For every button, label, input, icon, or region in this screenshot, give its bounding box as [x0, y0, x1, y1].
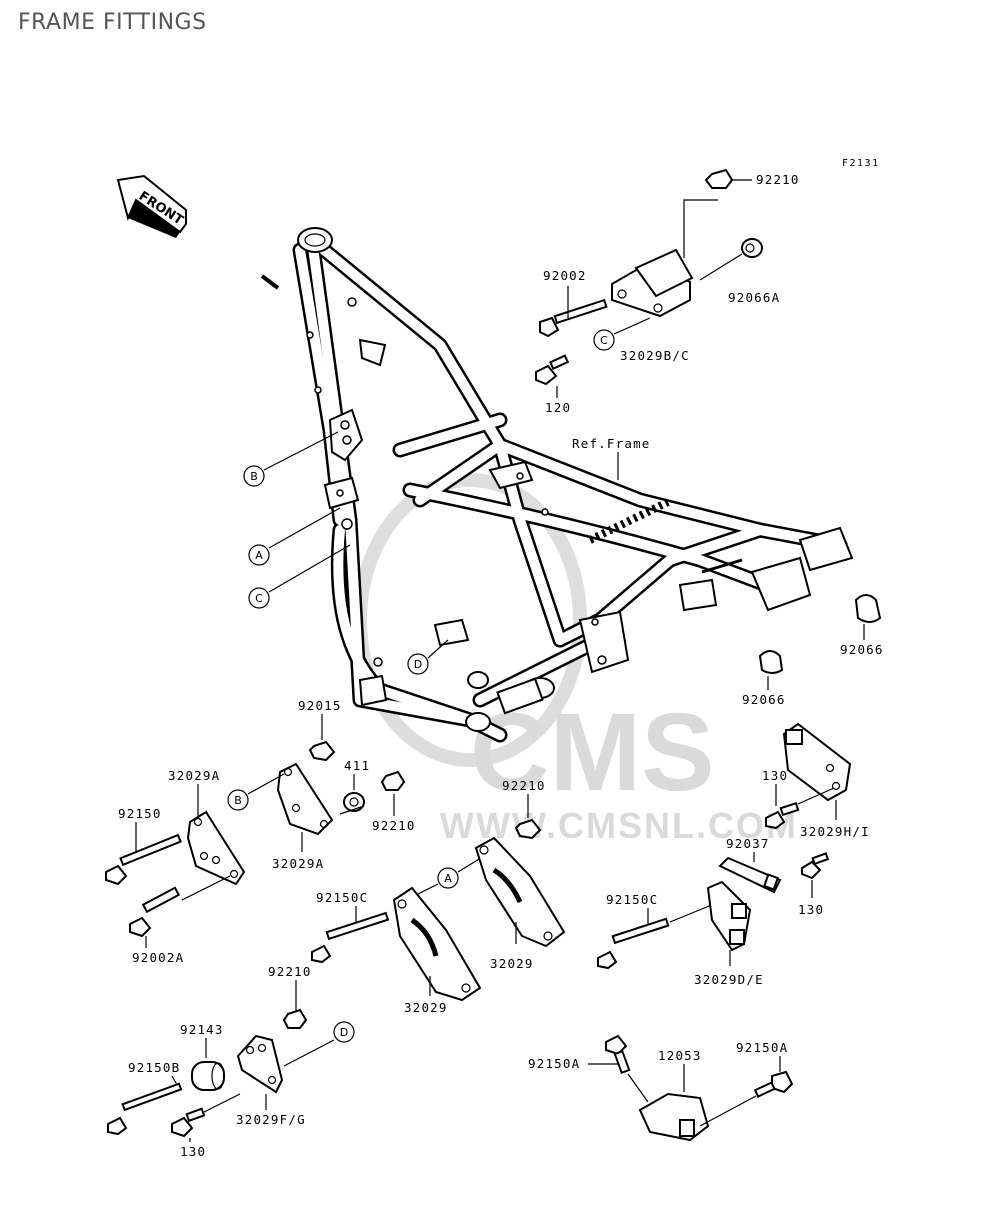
label-130-b: 130 [798, 902, 824, 917]
label-120: 120 [545, 400, 571, 415]
svg-text:C: C [255, 592, 263, 605]
ref-code: F2131 [842, 158, 880, 169]
bracket-32029a-left [186, 810, 246, 886]
bracket-32029hi [782, 722, 852, 802]
label-92150c-right: 92150C [606, 892, 658, 907]
callout-a-frame: A [248, 507, 341, 566]
bracket-32029de [706, 880, 752, 952]
label-32029fg: 32029F/G [236, 1112, 306, 1127]
label-92143: 92143 [180, 1022, 224, 1037]
spacer-92143 [191, 1061, 225, 1091]
bracket-32029-left [392, 886, 482, 1002]
callout-b-lower: B [227, 773, 285, 811]
callout-b-frame: B [243, 431, 339, 487]
bolt-92002 [539, 298, 608, 338]
motorcycle-frame [260, 227, 854, 743]
label-92015: 92015 [298, 698, 342, 713]
bolt-92150c-right [597, 903, 715, 970]
callout-c-frame: C [248, 544, 351, 609]
svg-text:A: A [444, 872, 452, 885]
bracket-32029-right [474, 836, 566, 948]
nut-92210-right [514, 818, 542, 840]
bolt-120 [535, 354, 570, 386]
bolt-92150b [107, 1082, 183, 1136]
svg-text:D: D [414, 658, 422, 671]
nut-92210-low [282, 1008, 308, 1029]
bolt-92002a [129, 875, 231, 938]
bolt-130-a [765, 787, 835, 830]
page-title: FRAME FITTINGS [18, 10, 207, 35]
grommet-92066a [741, 238, 763, 258]
grommet-92066-b [758, 650, 784, 674]
callout-c-top: C [593, 317, 651, 351]
nut-92210-top [704, 168, 752, 189]
label-92210-mid: 92210 [372, 818, 416, 833]
label-32029-left: 32029 [404, 1000, 448, 1015]
bolt-92150a-right [699, 1070, 794, 1127]
bolt-92150 [105, 833, 182, 886]
label-92066-b: 92066 [742, 692, 786, 707]
svg-text:B: B [250, 470, 258, 483]
callout-d-frame: D [407, 639, 449, 675]
label-32029a-bottom: 32029A [272, 856, 324, 871]
svg-text:B: B [234, 794, 242, 807]
label-12053: 12053 [658, 1048, 702, 1063]
nut-92015 [308, 740, 336, 762]
label-92150: 92150 [118, 806, 162, 821]
label-32029de: 32029D/E [694, 972, 764, 987]
plate-92037 [718, 856, 782, 894]
label-92066-a: 92066 [840, 642, 884, 657]
label-92150a-left: 92150A [528, 1056, 580, 1071]
label-411: 411 [344, 758, 370, 773]
bolt-130-b [801, 852, 830, 880]
watermark-url: WWW.CMSNL.COM [440, 805, 798, 846]
label-92037: 92037 [726, 836, 770, 851]
front-arrow-icon: FRONT [116, 174, 187, 238]
bracket-32029a-top [276, 762, 334, 836]
bolt-130-c [171, 1093, 241, 1138]
svg-text:A: A [255, 549, 263, 562]
label-32029a-top: 32029A [168, 768, 220, 783]
label-92002: 92002 [543, 268, 587, 283]
callout-a-lower: A [409, 855, 485, 899]
svg-text:C: C [600, 334, 608, 347]
label-92002a: 92002A [132, 950, 184, 965]
label-32029bc: 32029B/C [620, 348, 690, 363]
label-130-a: 130 [762, 768, 788, 783]
svg-text:D: D [340, 1026, 348, 1039]
label-92150a-right: 92150A [736, 1040, 788, 1055]
label-32029hi: 32029H/I [800, 824, 870, 839]
label-92210-low: 92210 [268, 964, 312, 979]
bracket-32029bc [611, 248, 694, 318]
label-130-c: 130 [180, 1144, 206, 1159]
steering-head [297, 227, 333, 253]
label-92150b: 92150B [128, 1060, 180, 1075]
label-32029-right: 32029 [490, 956, 534, 971]
label-92150c-left: 92150C [316, 890, 368, 905]
callout-d-lower: D [283, 1021, 355, 1067]
label-92210-right: 92210 [502, 778, 546, 793]
washer-411 [343, 792, 365, 812]
bolt-92150c-left [311, 911, 390, 964]
bracket-32029fg [236, 1034, 284, 1094]
label-92210-top: 92210 [756, 172, 800, 187]
nut-92210-mid [380, 770, 406, 791]
bolt-92150a-left [605, 1034, 631, 1075]
cover-12053 [638, 1092, 710, 1142]
label-92066a: 92066A [728, 290, 780, 305]
grommet-92066-a [854, 594, 882, 623]
ref-frame-label: Ref.Frame [572, 436, 651, 451]
